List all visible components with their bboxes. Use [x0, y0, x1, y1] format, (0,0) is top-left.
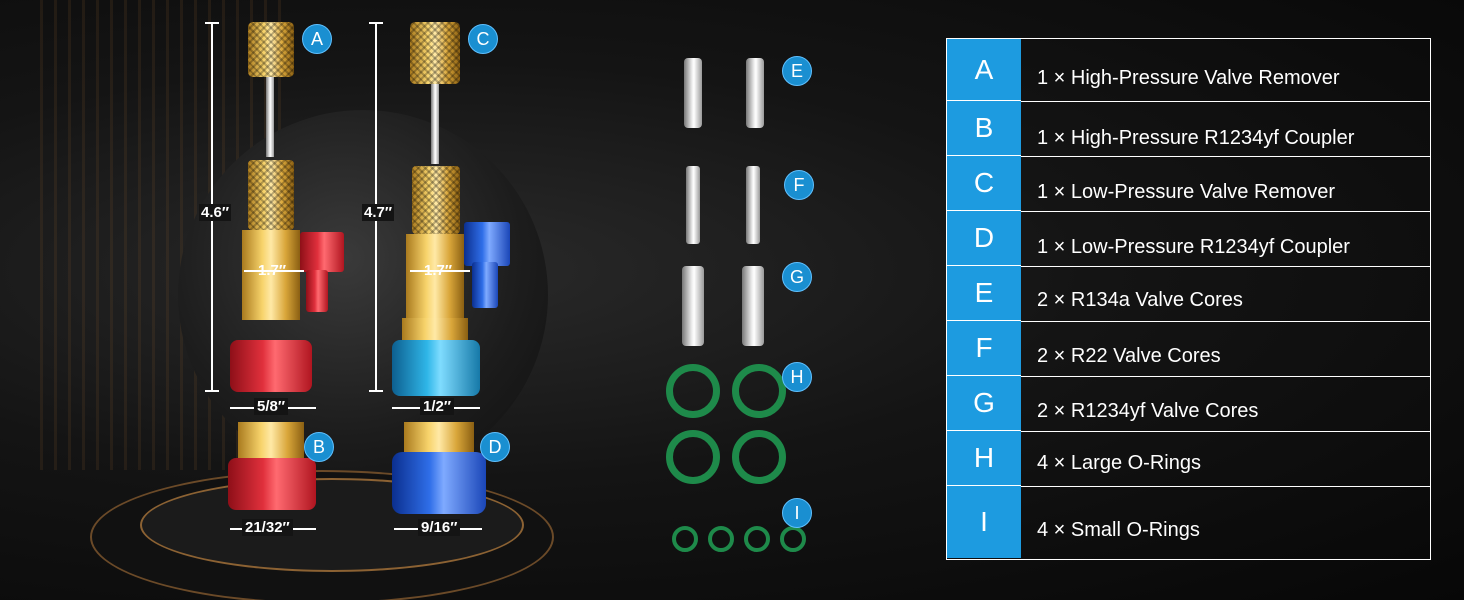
- dim-d-base: 9/16″: [418, 519, 461, 536]
- row-key: A: [947, 39, 1021, 101]
- dim-c-base: 1/2″: [420, 398, 455, 415]
- contents-table: A 1 × High-Pressure Valve Remover B 1 × …: [946, 38, 1431, 560]
- dim-c-width: 1.7″: [424, 262, 453, 279]
- small-o-ring: [708, 526, 734, 552]
- table-row: E 2 × R134a Valve Cores: [947, 266, 1430, 322]
- valve-core-e: [684, 58, 702, 128]
- badge-f: F: [784, 170, 814, 200]
- row-key: B: [947, 101, 1021, 156]
- dim-tick: [205, 22, 219, 24]
- large-o-ring: [732, 364, 786, 418]
- table-row: F 2 × R22 Valve Cores: [947, 321, 1430, 377]
- row-text: 4 × Large O-Rings: [1037, 452, 1201, 474]
- badge-a: A: [302, 24, 332, 54]
- row-text: 1 × Low-Pressure R1234yf Coupler: [1037, 236, 1350, 258]
- dim-a-height: 4.6″: [199, 204, 232, 221]
- table-row: G 2 × R1234yf Valve Cores: [947, 376, 1430, 432]
- valve-core-g: [682, 266, 704, 346]
- row-text: 2 × R22 Valve Cores: [1037, 345, 1221, 367]
- dim-a-base: 5/8″: [254, 398, 289, 415]
- row-key: I: [947, 486, 1021, 558]
- badge-g: G: [782, 262, 812, 292]
- dim-tick: [369, 22, 383, 24]
- small-o-ring: [780, 526, 806, 552]
- badge-i: I: [782, 498, 812, 528]
- badge-c: C: [468, 24, 498, 54]
- large-o-ring: [666, 430, 720, 484]
- row-text: 2 × R134a Valve Cores: [1037, 289, 1243, 311]
- large-o-ring: [666, 364, 720, 418]
- row-key: C: [947, 156, 1021, 211]
- table-row: B 1 × High-Pressure R1234yf Coupler: [947, 101, 1430, 157]
- badge-d: D: [480, 432, 510, 462]
- row-key: G: [947, 376, 1021, 431]
- dim-line-a-width: [244, 270, 304, 272]
- badge-b: B: [304, 432, 334, 462]
- valve-core-e: [746, 58, 764, 128]
- badge-h: H: [782, 362, 812, 392]
- valve-core-f: [686, 166, 700, 244]
- dim-c-height: 4.7″: [362, 204, 395, 221]
- table-row: H 4 × Large O-Rings: [947, 431, 1430, 487]
- table-row: C 1 × Low-Pressure Valve Remover: [947, 156, 1430, 212]
- row-key: D: [947, 211, 1021, 266]
- large-o-ring: [732, 430, 786, 484]
- dim-tick: [205, 390, 219, 392]
- row-text: 1 × Low-Pressure Valve Remover: [1037, 181, 1336, 203]
- row-text: 1 × High-Pressure R1234yf Coupler: [1037, 127, 1355, 149]
- table-row: I 4 × Small O-Rings: [947, 486, 1430, 558]
- small-o-ring: [672, 526, 698, 552]
- badge-e: E: [782, 56, 812, 86]
- row-key: H: [947, 431, 1021, 486]
- dim-b-base: 21/32″: [242, 519, 293, 536]
- row-text: 1 × High-Pressure Valve Remover: [1037, 66, 1340, 89]
- row-text: 4 × Small O-Rings: [1037, 518, 1200, 541]
- row-key: E: [947, 266, 1021, 321]
- row-text: 2 × R1234yf Valve Cores: [1037, 400, 1259, 422]
- dim-tick: [369, 390, 383, 392]
- table-row: A 1 × High-Pressure Valve Remover: [947, 39, 1430, 102]
- dim-line-c-width: [410, 270, 470, 272]
- row-key: F: [947, 321, 1021, 376]
- valve-core-f: [746, 166, 760, 244]
- small-o-ring: [744, 526, 770, 552]
- valve-core-g: [742, 266, 764, 346]
- dim-a-width: 1.7″: [258, 262, 287, 279]
- table-row: D 1 × Low-Pressure R1234yf Coupler: [947, 211, 1430, 267]
